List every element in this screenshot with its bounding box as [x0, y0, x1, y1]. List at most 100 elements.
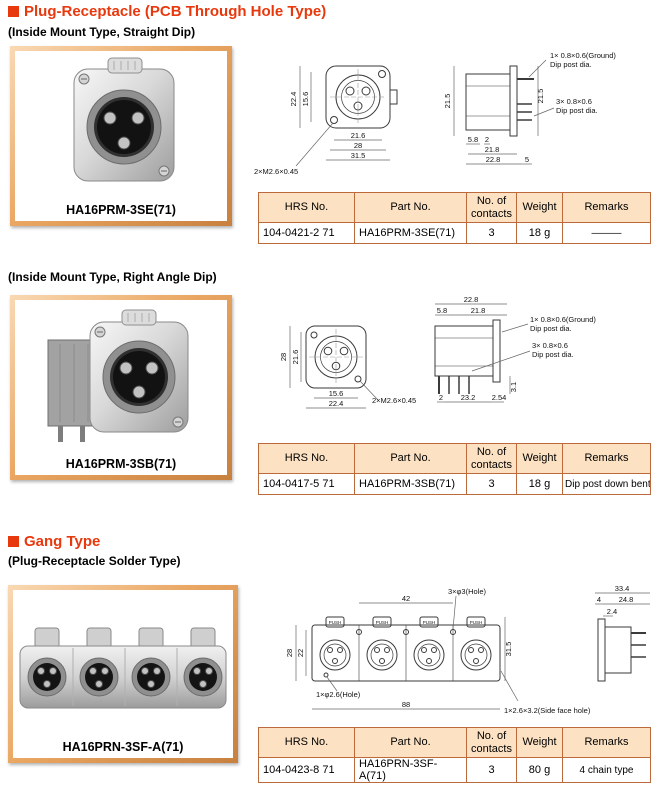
col-contacts: No. of contacts	[466, 727, 517, 758]
dim-label: 21.8	[485, 145, 500, 154]
col-remarks: Remarks	[562, 443, 651, 474]
xlr-receptacle-front	[73, 57, 175, 182]
dimension-lines	[295, 592, 650, 710]
dim-label: 21.6	[351, 131, 366, 140]
photo-frame-gang: HA16PRN-3SF-A(71)	[8, 585, 238, 763]
hrs-no: 104-0421-2 71	[258, 222, 355, 244]
section-heading-gang-type: Gang Type	[8, 534, 100, 549]
heading-text: Gang Type	[24, 533, 101, 550]
dim-label: 33.4	[615, 584, 630, 593]
table-row: 104-0421-2 71 HA16PRM-3SE(71) 3 18 g ———	[258, 222, 651, 244]
xlr-receptacle-right-angle	[47, 309, 189, 442]
dim-label: 1× 0.8×0.6(Ground)	[550, 51, 616, 60]
gang-side-view-outline	[597, 618, 646, 682]
photo-inner: HA16PRM-3SE(71)	[15, 51, 227, 221]
dim-label: 21.6	[291, 350, 300, 365]
dimension-lines	[295, 59, 555, 167]
push-label: PUSH	[376, 620, 389, 625]
weight: 80 g	[516, 757, 563, 783]
table-header-row: HRS No. Part No. No. of contacts Weight …	[258, 192, 651, 223]
dim-label: 2	[485, 135, 489, 144]
part-no: HA16PRM-3SE(71)	[354, 222, 467, 244]
col-contacts: No. of contacts	[466, 192, 517, 223]
dim-label: 22.8	[464, 295, 479, 304]
dim-label: 1×φ2.6(Hole)	[316, 690, 361, 699]
gang-unit-4	[183, 657, 223, 697]
dim-label: 3× 0.8×0.6	[532, 341, 568, 350]
table-header-row: HRS No. Part No. No. of contacts Weight …	[258, 443, 651, 474]
spec-table-right-angle: HRS No. Part No. No. of contacts Weight …	[258, 443, 651, 495]
dim-label: 15.6	[329, 389, 344, 398]
remarks: ———	[562, 222, 651, 244]
dim-label: 5.8	[437, 306, 447, 315]
centerlines	[309, 329, 363, 385]
dim-label: 22	[296, 649, 305, 657]
photo-inner: HA16PRM-3SB(71)	[15, 300, 227, 475]
hrs-no: 104-0417-5 71	[258, 473, 355, 495]
dim-label: Dip post dia.	[532, 350, 574, 359]
subheading-right-angle-dip: (Inside Mount Type, Right Angle Dip)	[8, 270, 217, 284]
dim-label: 1× 0.8×0.6(Ground)	[530, 315, 596, 324]
col-contacts: No. of contacts	[466, 443, 517, 474]
photo-frame-right-angle: HA16PRM-3SB(71)	[10, 295, 232, 480]
dim-label: Dip post dia.	[550, 60, 592, 69]
dim-label: Dip post dia.	[556, 106, 598, 115]
contacts: 3	[466, 757, 517, 783]
dim-label: 22.4	[329, 399, 344, 408]
dim-label: 2	[439, 393, 443, 402]
push-label: PUSH	[423, 620, 436, 625]
dim-label: 31.5	[504, 642, 513, 657]
dim-label: 3×φ3(Hole)	[448, 587, 487, 596]
product-photo-right-angle	[47, 309, 189, 442]
red-square-bullet-icon	[8, 536, 19, 547]
product-label: HA16PRM-3SB(71)	[65, 457, 177, 471]
subheading-straight-dip: (Inside Mount Type, Straight Dip)	[8, 25, 196, 39]
drawing-straight-dip: 22.4 15.6 21.6 28 31.5 2×M2.6×0.45 21.5 …	[254, 51, 616, 176]
contacts: 3	[466, 222, 517, 244]
dim-label: 2×M2.6×0.45	[372, 396, 416, 405]
dim-label: 21.5	[443, 94, 452, 109]
centerlines	[330, 69, 386, 125]
dim-label: 3.1	[509, 382, 518, 392]
col-part-no: Part No.	[354, 192, 467, 223]
col-remarks: Remarks	[562, 727, 651, 758]
dim-label: 5	[525, 155, 529, 164]
table-row: 104-0417-5 71 HA16PRM-3SB(71) 3 18 g Dip…	[258, 473, 651, 495]
dim-label: 5.8	[468, 135, 478, 144]
product-photo-gang	[19, 627, 227, 709]
part-no: HA16PRN-3SF-A(71)	[354, 757, 467, 783]
dim-label: 23.2	[461, 393, 476, 402]
col-remarks: Remarks	[562, 192, 651, 223]
dimension-lines	[289, 303, 531, 409]
push-label: PUSH	[470, 620, 483, 625]
remarks: Dip post down bent	[562, 473, 651, 495]
drawing-gang-type: 42 3×φ3(Hole) 28 22 1×φ2.6(Hole) 88 31.5…	[285, 584, 650, 715]
weight: 18 g	[516, 222, 563, 244]
subheading-solder-type: (Plug-Receptacle Solder Type)	[8, 554, 181, 568]
col-hrs-no: HRS No.	[258, 727, 355, 758]
dim-label: 3× 0.8×0.6	[556, 97, 592, 106]
contacts: 3	[466, 473, 517, 495]
table-row: 104-0423-8 71 HA16PRN-3SF-A(71) 3 80 g 4…	[258, 757, 651, 783]
dim-label: 31.5	[351, 151, 366, 160]
dim-label: 42	[402, 594, 410, 603]
section-heading-plug-receptacle: Plug-Receptacle (PCB Through Hole Type)	[8, 4, 326, 19]
spec-table-gang: HRS No. Part No. No. of contacts Weight …	[258, 727, 651, 783]
col-weight: Weight	[516, 727, 563, 758]
hrs-no: 104-0423-8 71	[258, 757, 355, 783]
gang-front-view-outline	[311, 616, 501, 682]
col-hrs-no: HRS No.	[258, 443, 355, 474]
spec-table-straight: HRS No. Part No. No. of contacts Weight …	[258, 192, 651, 244]
col-weight: Weight	[516, 192, 563, 223]
dim-label: 24.8	[619, 595, 634, 604]
gang-unit-3	[131, 657, 171, 697]
push-label: PUSH	[329, 620, 342, 625]
dim-label: 2×M2.6×0.45	[254, 167, 298, 176]
dim-label: 4	[597, 595, 601, 604]
col-part-no: Part No.	[354, 443, 467, 474]
dim-label: 21.5	[536, 89, 545, 104]
dim-label: 28	[285, 649, 294, 657]
product-label: HA16PRN-3SF-A(71)	[62, 740, 184, 754]
dim-label: 22.8	[486, 155, 501, 164]
